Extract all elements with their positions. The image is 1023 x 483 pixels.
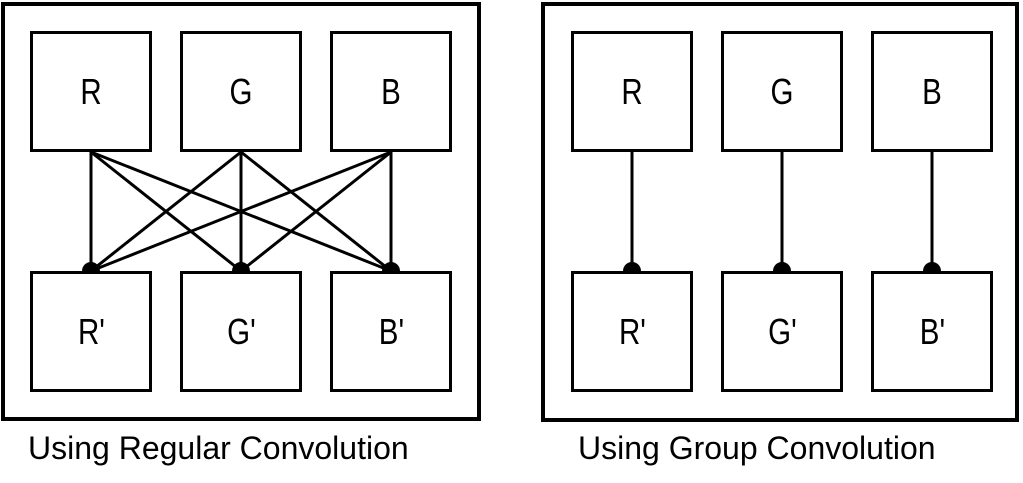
regular-panel-frame [1, 2, 481, 421]
box-r-input-regular-label: R [80, 70, 102, 112]
box-r-output-regular: R' [30, 271, 152, 392]
box-g-output-group: G' [721, 271, 843, 392]
caption-group-convolution: Using Group Convolution [578, 430, 936, 466]
box-g-output-regular-label: G' [226, 310, 256, 352]
box-g-output-group-label: G' [767, 310, 797, 352]
box-b-output-group: B' [871, 271, 993, 392]
box-b-input-group: B [871, 31, 993, 152]
box-b-input-group-label: B [922, 70, 942, 112]
box-b-output-regular-label: B' [378, 310, 404, 352]
box-r-input-group: R [571, 31, 693, 152]
box-g-output-regular: G' [180, 271, 302, 392]
box-g-input-regular-label: G [229, 70, 253, 112]
box-g-input-group-label: G [770, 70, 794, 112]
box-g-input-group: G [721, 31, 843, 152]
box-b-output-regular: B' [330, 271, 452, 392]
box-b-input-regular-label: B [381, 70, 401, 112]
box-g-input-regular: G [180, 31, 302, 152]
group-panel-frame [541, 2, 1019, 422]
caption-regular-convolution: Using Regular Convolution [28, 430, 409, 466]
box-b-output-group-label: B' [919, 310, 945, 352]
box-r-output-regular-label: R' [77, 310, 105, 352]
box-r-output-group: R' [571, 271, 693, 392]
box-b-input-regular: B [330, 31, 452, 152]
box-r-input-regular: R [30, 31, 152, 152]
box-r-output-group-label: R' [618, 310, 646, 352]
box-r-input-group-label: R [621, 70, 643, 112]
